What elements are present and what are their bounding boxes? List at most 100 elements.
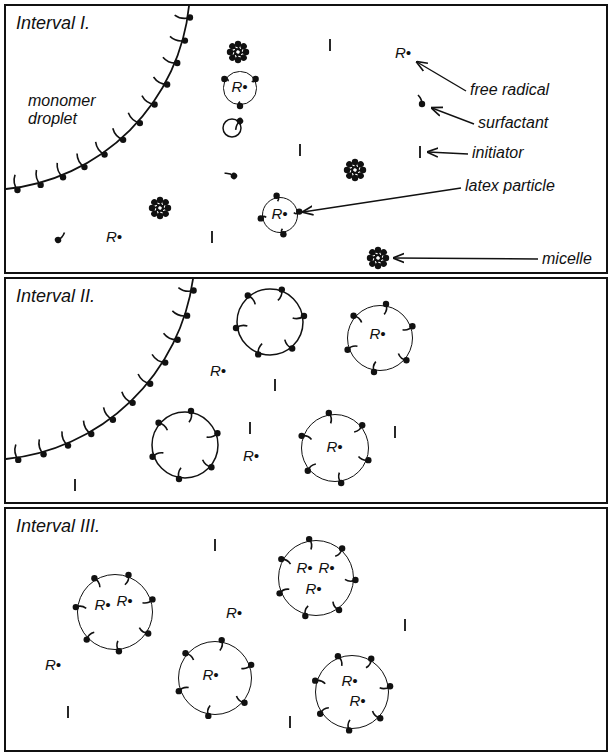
surfactant-symbol (371, 362, 377, 376)
latex-particle: R• (223, 71, 256, 104)
surfactant-symbol (125, 572, 132, 585)
surfactant-symbol (380, 683, 394, 689)
surfactant-symbol (176, 687, 189, 694)
initiator-symbol (395, 426, 396, 438)
surfactant-symbol (245, 292, 256, 304)
surfactant-head (255, 351, 261, 357)
surfactant-head (338, 480, 344, 486)
initiator-symbol (212, 231, 213, 243)
surfactant-head (162, 359, 168, 365)
surfactant-symbol (306, 536, 312, 550)
surfactant-symbol (116, 641, 122, 655)
surfactant-symbol (326, 410, 332, 424)
initiator-symbol (405, 619, 406, 631)
callout-label: free radical (470, 80, 549, 99)
radical-symbol: R• (116, 593, 132, 610)
radical-symbol: R• (231, 79, 247, 96)
leader-arrow (303, 188, 461, 212)
initiator-symbol (215, 539, 216, 551)
surfactant-symbol (139, 628, 151, 637)
surfactant-symbol (182, 650, 193, 660)
surfactant-head (317, 710, 323, 716)
surfactant-head (377, 715, 383, 721)
surfactant-symbol (91, 575, 100, 587)
surfactant-symbol (418, 95, 425, 107)
surfactant-head (365, 457, 371, 463)
latex-particle: R•R• (315, 655, 389, 729)
surfactant-symbol (104, 407, 117, 423)
latex-particle: R• (347, 305, 413, 371)
surfactant-head (88, 431, 94, 437)
latex-particle: R•R• (77, 574, 153, 650)
surfactant-symbol (170, 36, 188, 43)
initiator-symbol (420, 146, 421, 158)
surfactant-head (205, 713, 211, 719)
surfactant-head (289, 345, 295, 351)
surfactant-symbol (188, 408, 194, 423)
surfactant-symbol (252, 76, 259, 82)
surfactant-symbol (39, 439, 47, 457)
surfactant-head (190, 287, 196, 293)
surfactant-symbol (164, 333, 181, 343)
surfactant-symbol (345, 577, 359, 583)
surfactant-symbol (285, 340, 296, 352)
surfactant-symbol (350, 313, 361, 323)
micelle-symbol (367, 247, 389, 269)
surfactant-head (336, 607, 342, 613)
surfactant-symbol (176, 468, 182, 483)
surfactant-symbol (231, 116, 245, 129)
surfactant-head (184, 312, 190, 318)
surfactant-symbol (84, 632, 95, 643)
surfactant-head (279, 286, 285, 292)
interval-heading: Interval III. (16, 516, 100, 538)
surfactant-symbol (237, 102, 243, 110)
callout-label: surfactant (478, 113, 548, 132)
radical-symbol: R• (326, 439, 342, 456)
initiator-symbol (275, 379, 276, 391)
surfactant-head (110, 417, 116, 423)
surfactant-head (73, 604, 79, 610)
surfactant-symbol (241, 662, 254, 669)
radical-symbol: R• (210, 362, 226, 380)
radical-symbol: R• (395, 44, 411, 62)
leader-arrow (394, 258, 538, 259)
latex-particle: R•R•R• (278, 540, 354, 616)
initiator-symbol (290, 716, 291, 728)
surfactant-symbol (138, 374, 153, 387)
leader-arrow (432, 108, 474, 124)
monomer-droplet: monomer droplet (6, 6, 206, 236)
surfactant-head (15, 457, 21, 463)
surfactant-head (241, 700, 247, 706)
surfactant-symbol (225, 168, 239, 181)
surfactant-symbol (175, 14, 194, 20)
surfactant-head (176, 476, 182, 482)
leader-arrow (428, 152, 468, 154)
surfactant-head (335, 653, 341, 659)
radical-symbol: R• (296, 560, 312, 577)
initiator-symbol (250, 422, 251, 434)
surfactant-head (409, 323, 415, 329)
latex-particle: R• (262, 197, 298, 233)
surfactant-layer (14, 14, 416, 733)
surfactant-head (258, 215, 264, 221)
surfactant-head (305, 468, 311, 474)
surfactant-symbol (172, 311, 190, 319)
surfactant-head (149, 596, 155, 602)
surfactant-symbol (366, 655, 374, 667)
latex-particle: R• (301, 414, 369, 482)
surfactant-symbol (333, 602, 342, 614)
surfactant-symbol (53, 233, 67, 245)
surfactant-symbol (278, 556, 290, 564)
micelle-symbol (227, 41, 249, 63)
surfactant-head (248, 662, 254, 668)
surfactant-symbol (14, 175, 21, 194)
surfactant-symbol (298, 433, 311, 440)
surfactant-symbol (205, 706, 211, 720)
interval-panel: Interval III.R•R•R•R•R•R•R•R• (4, 507, 608, 752)
surfactant-head (218, 637, 224, 643)
surfactant-head (278, 556, 284, 562)
callout-label: latex particle (465, 176, 555, 195)
radical-symbol: R• (318, 560, 334, 577)
radical-symbol: R• (45, 656, 61, 674)
